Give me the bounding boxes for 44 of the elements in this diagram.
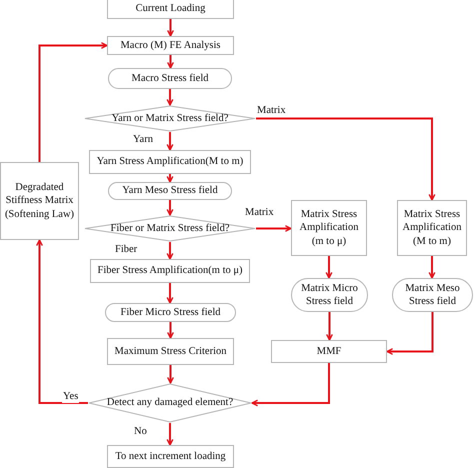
arrow xyxy=(166,200,174,216)
arrow xyxy=(166,423,174,446)
arrow xyxy=(38,42,108,162)
edge-label: No xyxy=(133,427,148,438)
arrow xyxy=(166,242,174,260)
arrow xyxy=(386,312,434,355)
arrow xyxy=(166,174,174,183)
process-box: Degradated Stiffness Matrix (Softening Law) xyxy=(0,162,79,240)
terminal-box: Fiber Micro Stress field xyxy=(105,303,236,322)
edge-label: Matrix xyxy=(256,106,287,116)
process-box: Fiber Stress Amplification(m to μ) xyxy=(90,259,250,283)
terminal-box: Macro Stress field xyxy=(108,68,232,89)
process-box: Current Loading xyxy=(107,0,234,19)
arrow xyxy=(256,225,292,232)
process-box: MMF xyxy=(271,340,387,363)
terminal-box: Matrix Meso Stress field xyxy=(392,278,473,312)
arrow xyxy=(166,89,174,106)
decision-diamond: Yarn or Matrix Stress field? xyxy=(84,105,256,132)
process-box: Macro (M) FE Analysis xyxy=(107,36,234,55)
arrow xyxy=(167,55,174,69)
edge-label: Yes xyxy=(62,392,80,402)
arrow xyxy=(251,363,330,406)
edge-label: Matrix xyxy=(244,208,275,218)
process-box: To next increment loading xyxy=(107,445,234,468)
process-box: Yarn Stress Amplification(M to m) xyxy=(89,150,251,174)
terminal-box: Matrix Micro Stress field xyxy=(291,278,368,312)
arrow xyxy=(166,283,174,304)
decision-diamond: Detect any damaged element? xyxy=(88,383,252,423)
terminal-box: Yarn Meso Stress field xyxy=(108,182,232,200)
arrow xyxy=(326,256,332,279)
process-box: Matrix Stress Amplification (m to μ) xyxy=(291,200,367,256)
arrow xyxy=(36,239,88,404)
edge-label: Fiber xyxy=(114,245,138,256)
arrow xyxy=(256,118,436,201)
arrow xyxy=(167,19,174,37)
arrow xyxy=(167,322,174,339)
arrow xyxy=(428,256,436,279)
arrow xyxy=(166,132,174,151)
edge-label: Yarn xyxy=(132,135,154,146)
arrow xyxy=(167,365,174,384)
arrow xyxy=(326,312,333,341)
decision-diamond: Fiber or Matrix Stress field? xyxy=(84,215,256,242)
process-box: Matrix Stress Amplification (M to m) xyxy=(397,200,467,256)
process-box: Maximum Stress Criterion xyxy=(107,338,234,365)
